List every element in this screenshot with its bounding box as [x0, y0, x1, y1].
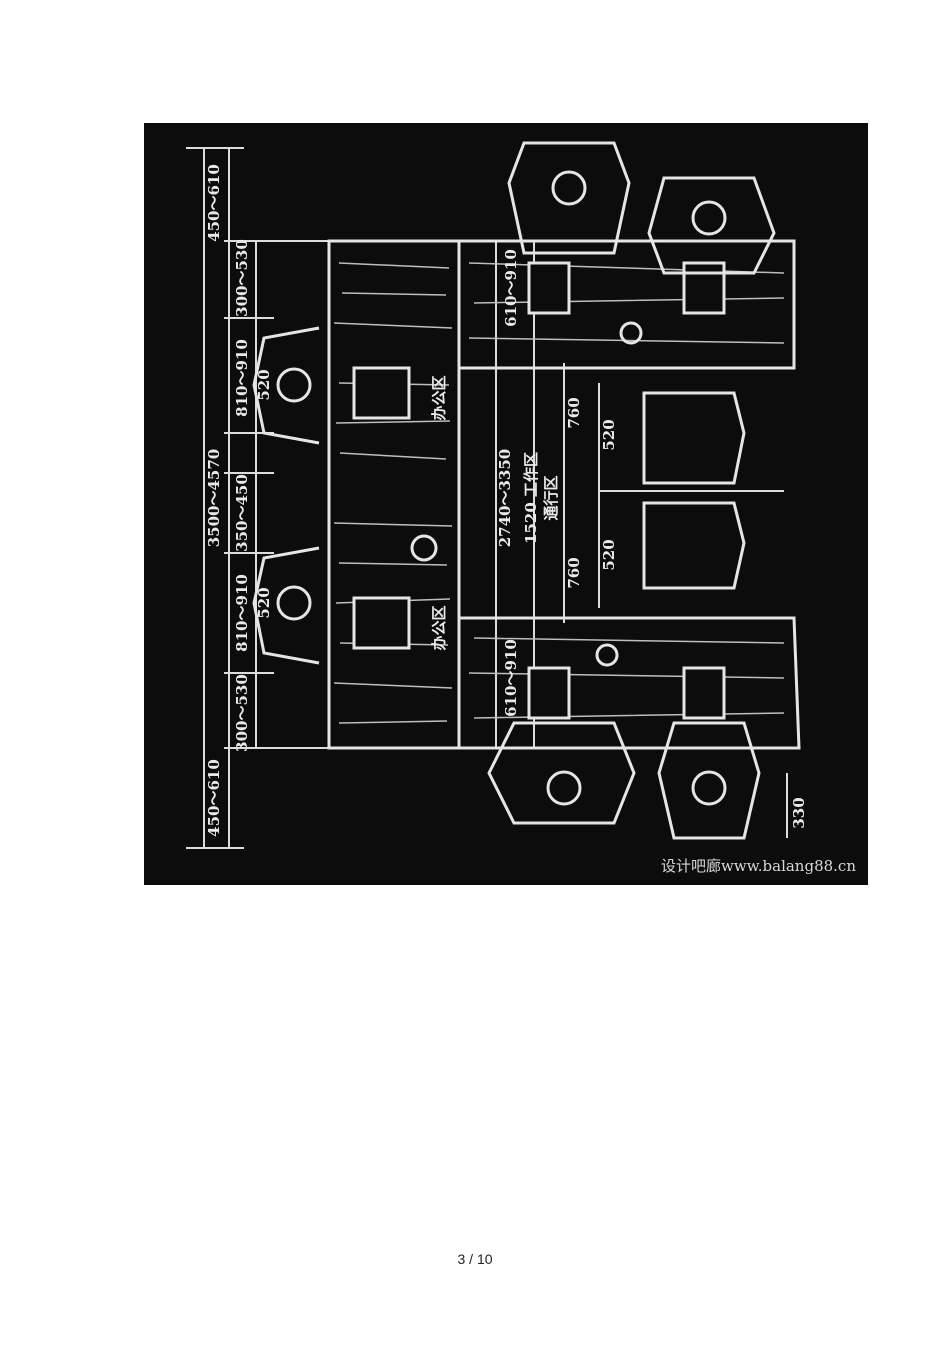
page-number: 3 / 10	[457, 1251, 493, 1267]
dim-passage-760-a: 760	[565, 397, 583, 428]
human-figures	[252, 141, 776, 840]
left-desk	[327, 239, 461, 750]
dim-right-desk-b: 610～910	[502, 639, 520, 717]
dim-right-desk-a: 610～910	[502, 249, 520, 327]
dim-desk-depth-b: 810～910	[233, 574, 251, 652]
dim-outer-top: 450～610	[205, 164, 223, 242]
watermark: 设计吧廊www.balang88.cn	[661, 857, 856, 875]
dim-left-a: 300～530	[233, 239, 251, 317]
layout-drawing: 450～610 450～610 3500～4570 300～530 810～91…	[186, 141, 856, 875]
dim-right-520-b: 520	[600, 539, 618, 570]
dimension-lines	[186, 147, 788, 849]
dim-between: 350～450	[233, 474, 251, 552]
dim-left-b: 300～530	[233, 674, 251, 752]
dim-desk-depth-a: 810～910	[233, 339, 251, 417]
dim-seat-b: 520	[255, 587, 273, 618]
dim-outer-bottom: 450～610	[205, 759, 223, 837]
zone-office-b: 办公区	[430, 605, 448, 650]
dim-total: 3500～4570	[205, 449, 223, 548]
dim-passage-760-b: 760	[565, 557, 583, 588]
ergonomic-office-layout-figure: 450～610 450～610 3500～4570 300～530 810～91…	[144, 123, 868, 885]
dimension-texts: 450～610 450～610 3500～4570 300～530 810～91…	[205, 164, 808, 837]
right-desks	[457, 239, 801, 750]
dim-seat-a: 520	[255, 369, 273, 400]
zone-office-a: 办公区	[430, 375, 448, 420]
dim-work-zone: 1520 工作区	[522, 452, 540, 544]
dim-center-total: 2740～3350	[496, 449, 514, 548]
dim-chair-330: 330	[790, 797, 808, 828]
dim-right-520-a: 520	[600, 419, 618, 450]
zone-passage: 通行区	[542, 475, 560, 520]
